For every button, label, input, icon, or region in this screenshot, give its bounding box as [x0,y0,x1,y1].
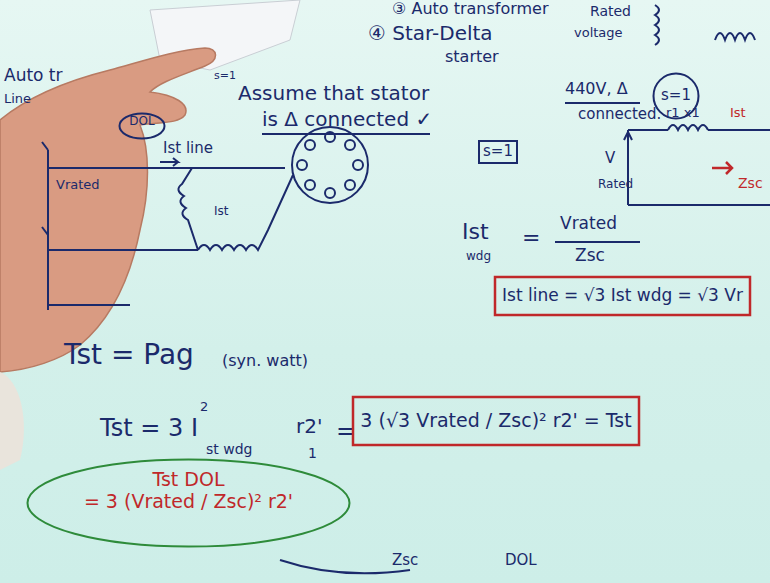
assumption-note: is Δ connected ✓ [262,108,432,130]
result-box: Ist line = √3 Ist wdg = √3 Vr [494,276,751,316]
rating-note: 440V, Δ [565,80,628,98]
result-box: 3 (√3 Vrated / Zsc)² r2' = Tst [352,396,640,446]
margin-note: Auto tr [4,66,63,85]
bottom-note: DOL [505,552,537,569]
current-label: Ist [730,106,746,120]
sleeve [0,372,24,470]
equation-subscript: wdg [466,250,491,263]
coil-symbol [655,5,659,45]
current-label: Ist line [163,140,213,157]
node-text: Ist line = √3 Ist wdg = √3 Vr [502,286,743,306]
equation-term: 1 [308,446,317,461]
method-circle: DOL [118,112,166,140]
slip-box: s=1 [478,140,518,164]
outline-stroke [28,460,350,547]
result-ellipse: Tst DOL= 3 (Vrated / Zsc)² r2' [26,458,351,548]
voltage-label: Vrated [56,178,100,192]
circuit-note: Rated [590,4,631,19]
equation-subscript: st wdg [206,442,252,457]
node-text: s=1 [483,143,513,160]
node-text: s=1 [652,87,700,104]
dol-circuit [42,142,293,310]
heading-note: starter [445,48,499,66]
equation-term: = [522,226,540,250]
margin-note: Line [4,92,31,106]
outline-stroke [495,277,750,315]
impedance-label: Zsc [738,176,763,191]
equation-term: r2' [296,415,322,437]
outline-stroke [120,114,165,139]
circuit-note: voltage [574,26,623,40]
voltage-label: Rated [598,178,633,191]
equation-term: Ist [462,220,489,244]
heading-note: ③ Auto transformer [392,0,549,18]
bottom-stroke [280,560,410,573]
voltage-label: V [605,150,615,167]
equation-term: Zsc [575,246,605,265]
equivalent-circuit [624,125,770,205]
coil-symbol [715,33,755,40]
condition-note: s=1 [214,70,236,82]
stator-sketch [292,127,368,203]
node-text: 3 (√3 Vrated / Zsc)² r2' = Tst [360,410,632,432]
equation-term: 3 I [168,415,198,441]
current-label: Ist [214,205,229,218]
node-text: DOL [126,115,158,129]
assumption-note: Assume that stator [238,82,429,104]
rating-note: connected. [578,106,661,123]
outline-stroke [353,397,639,445]
heading-note: ④ Star-Delta [368,22,493,44]
equation-term: Tst = [100,415,160,441]
equation-note: (syn. watt) [222,352,308,370]
equation-term: Vrated [560,214,617,233]
node-text: = 3 (Vrated / Zsc)² r2' [66,491,311,513]
hand [0,48,216,372]
equation-term: Tst = Pag [64,340,194,371]
outline-stroke [479,141,517,163]
current-arrow [712,162,732,174]
bottom-note: Zsc [392,552,418,569]
equation-superscript: 2 [200,400,208,414]
underline-marks [262,103,640,242]
slip-circle: s=1 [652,72,700,120]
node-text: Tst DOL [66,469,311,491]
